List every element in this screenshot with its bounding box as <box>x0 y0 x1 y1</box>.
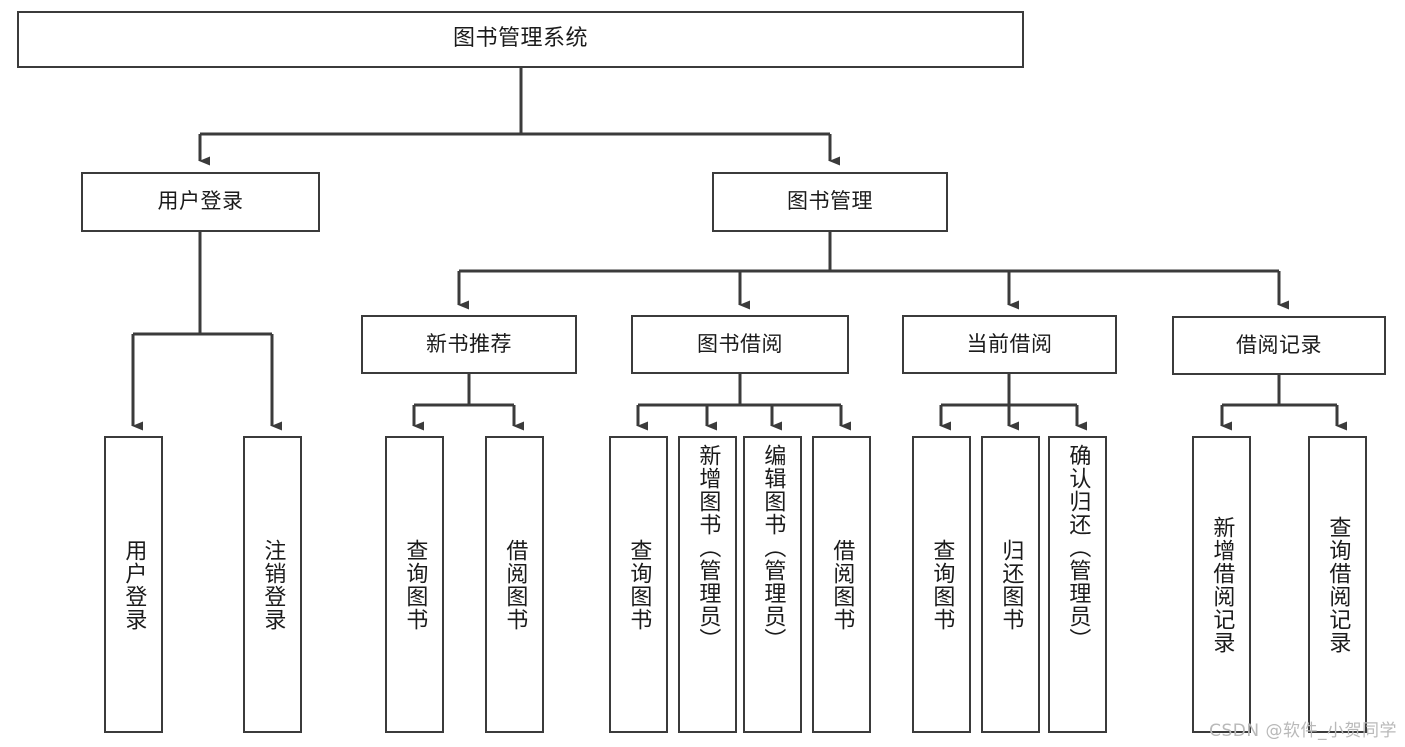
node-label: 当前借阅 <box>966 331 1053 356</box>
leaf-new-book-query[interactable]: 查询图书 <box>385 436 444 733</box>
leaf-borrow-add-book[interactable]: 新增图书（管理员） <box>678 436 737 733</box>
leaf-current-return-book[interactable]: 归还图书 <box>981 436 1040 733</box>
node-label: 新增借阅记录 <box>1209 515 1235 654</box>
leaf-new-book-borrow[interactable]: 借阅图书 <box>485 436 544 733</box>
node-book-management[interactable]: 图书管理 <box>712 172 948 232</box>
leaf-borrow-query-book[interactable]: 查询图书 <box>609 436 668 733</box>
node-label: 确认归还（管理员） <box>1065 444 1091 651</box>
leaf-user-login-login[interactable]: 用户登录 <box>104 436 163 733</box>
leaf-borrow-borrow-book[interactable]: 借阅图书 <box>812 436 871 733</box>
node-label: 新增图书（管理员） <box>695 444 721 651</box>
leaf-user-login-logout[interactable]: 注销登录 <box>243 436 302 733</box>
node-new-book-recommend[interactable]: 新书推荐 <box>361 315 577 374</box>
node-label: 图书管理系统 <box>452 26 588 52</box>
leaf-current-confirm-return[interactable]: 确认归还（管理员） <box>1048 436 1107 733</box>
leaf-borrow-edit-book[interactable]: 编辑图书（管理员） <box>743 436 802 733</box>
leaf-record-add-record[interactable]: 新增借阅记录 <box>1192 436 1251 733</box>
node-label: 注销登录 <box>260 538 286 631</box>
node-label: 编辑图书（管理员） <box>760 444 786 651</box>
node-label: 归还图书 <box>998 538 1024 631</box>
node-label: 查询借阅记录 <box>1325 515 1351 654</box>
node-label: 图书借阅 <box>697 331 783 356</box>
node-label: 查询图书 <box>402 538 428 631</box>
node-label: 查询图书 <box>626 538 652 631</box>
leaf-current-query-book[interactable]: 查询图书 <box>912 436 971 733</box>
node-label: 用户登录 <box>157 189 244 214</box>
node-book-borrow[interactable]: 图书借阅 <box>631 315 849 374</box>
node-label: 新书推荐 <box>426 331 512 356</box>
csdn-watermark: CSDN @软件_小贺同学 <box>1209 721 1397 741</box>
node-label: 借阅记录 <box>1236 332 1322 357</box>
leaf-record-query-record[interactable]: 查询借阅记录 <box>1308 436 1367 733</box>
node-borrow-record[interactable]: 借阅记录 <box>1172 316 1386 375</box>
node-label: 查询图书 <box>929 538 955 631</box>
node-root-system[interactable]: 图书管理系统 <box>17 11 1024 68</box>
node-label: 借阅图书 <box>502 538 528 631</box>
node-current-borrow[interactable]: 当前借阅 <box>902 315 1117 374</box>
node-label: 用户登录 <box>121 538 147 631</box>
node-user-login[interactable]: 用户登录 <box>81 172 320 232</box>
node-label: 借阅图书 <box>829 538 855 631</box>
node-label: 图书管理 <box>787 189 873 214</box>
